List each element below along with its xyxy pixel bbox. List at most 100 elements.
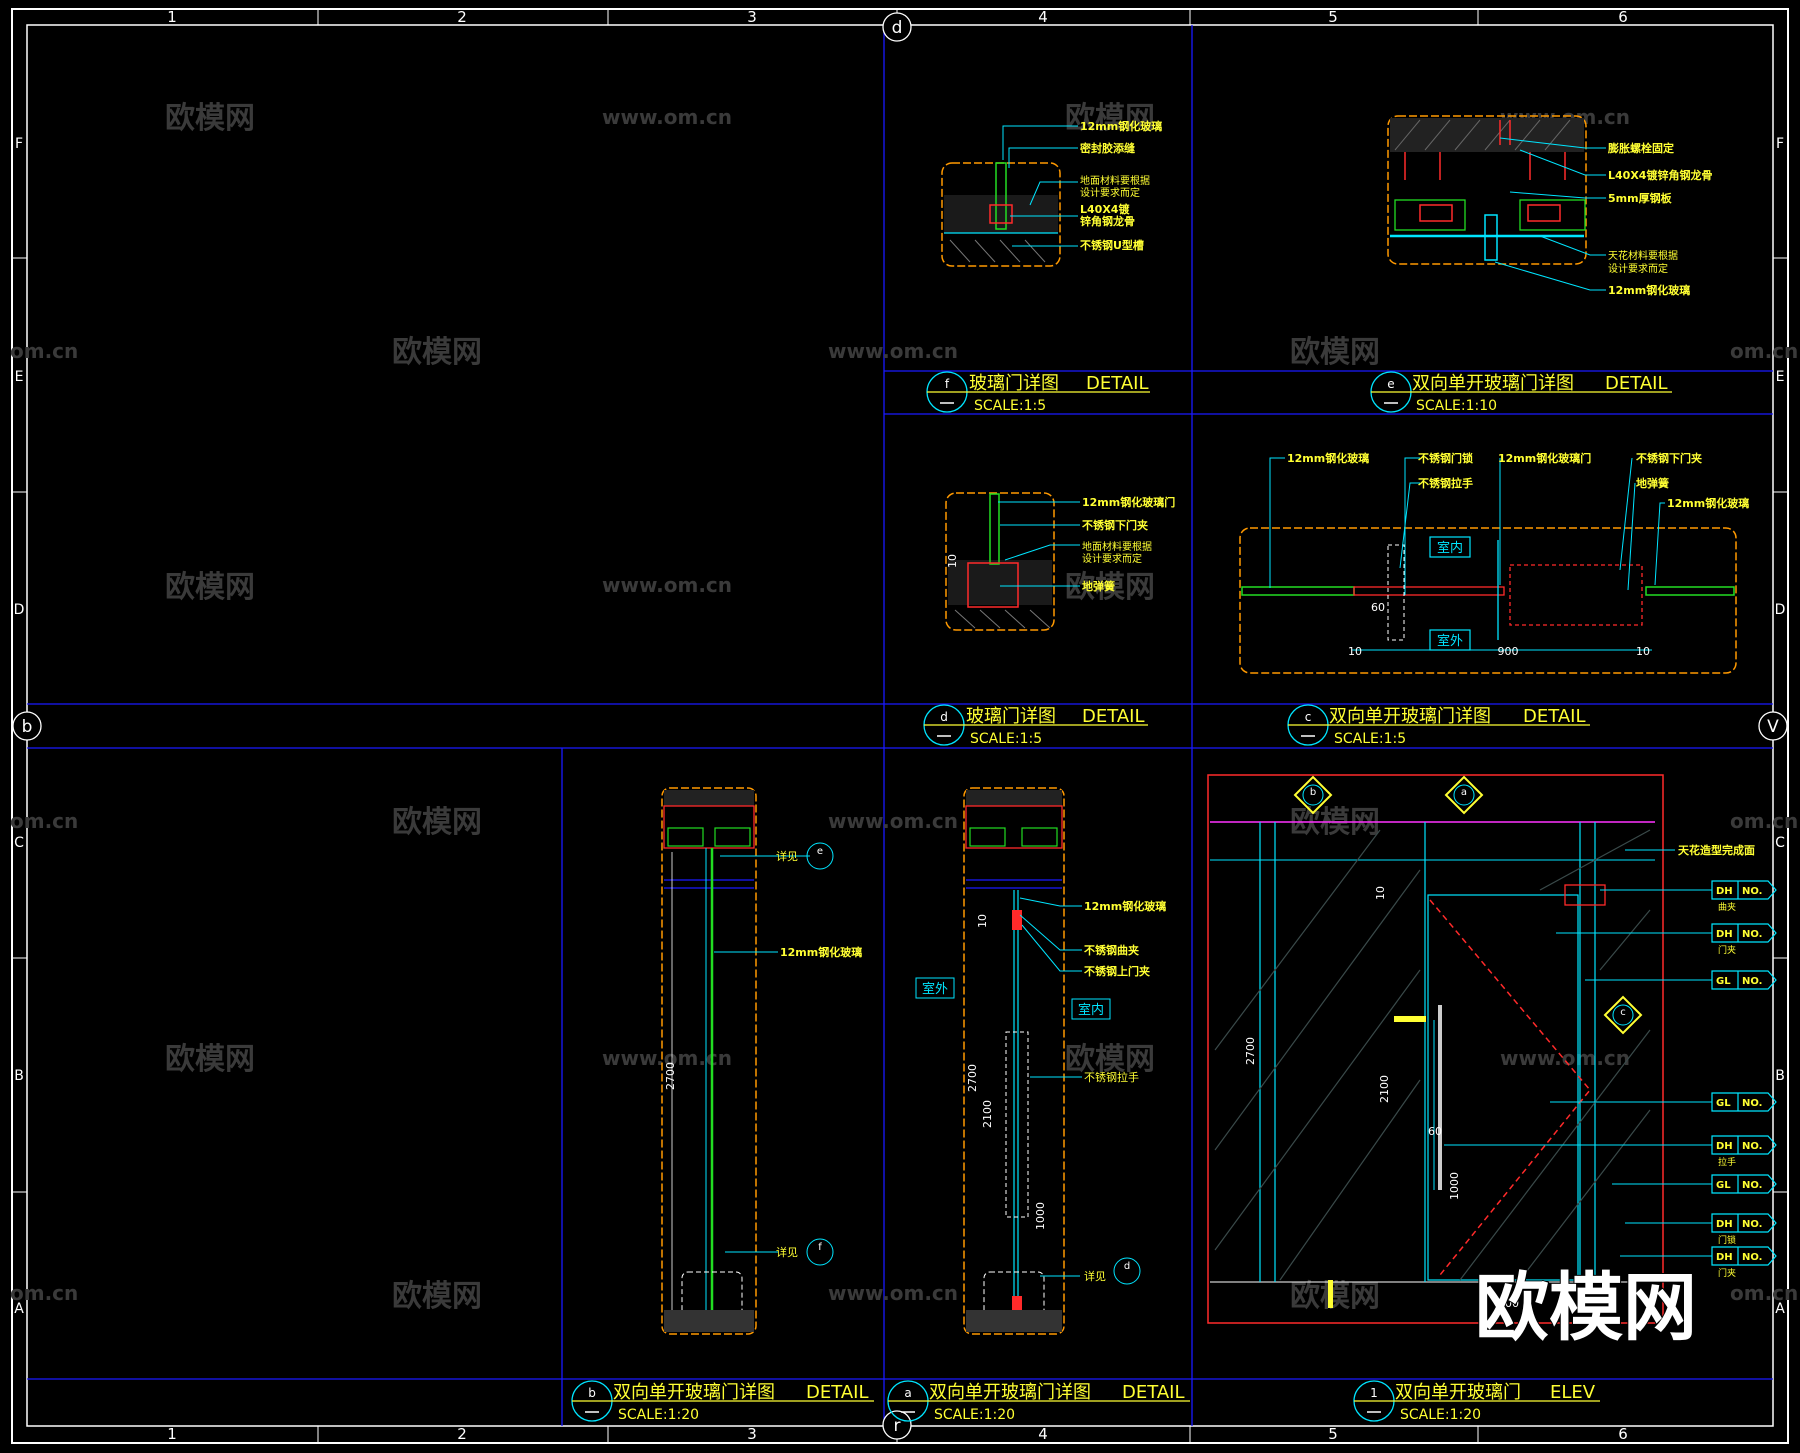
label: 5mm厚钢板 xyxy=(1608,191,1673,205)
label: 不锈钢下门夹 xyxy=(1636,451,1702,465)
title-id: 1 xyxy=(1370,1386,1378,1400)
axis-label-left: b xyxy=(22,717,33,737)
watermark-url: om.cn xyxy=(10,809,78,833)
label: 12mm钢化玻璃 xyxy=(1667,496,1749,510)
axis-label-bottom: r xyxy=(894,1416,901,1436)
detail-d xyxy=(945,492,1080,631)
room-label-indoor: 室内 xyxy=(1437,540,1463,556)
axis-label-right: V xyxy=(1767,717,1779,737)
room-label-outdoor: 室外 xyxy=(1437,633,1463,649)
detail-f-labels: 12mm钢化玻璃 密封胶添缝 xyxy=(1080,119,1162,155)
dim-text: 2100 xyxy=(1378,1075,1391,1103)
col-label: 2 xyxy=(457,8,467,26)
title-scale: SCALE:1:20 xyxy=(934,1407,1015,1423)
column-labels-bottom: 1 2 3 4 5 6 xyxy=(167,1425,1628,1443)
ref-letter: e xyxy=(817,846,823,857)
label: 12mm钢化玻璃 xyxy=(1080,119,1162,133)
watermark-brand: 欧模网 xyxy=(1065,101,1155,136)
col-label: 6 xyxy=(1618,1425,1628,1443)
detail-b-labels: 详见 12mm钢化玻璃 详见 xyxy=(776,849,862,1259)
title-scale: SCALE:1:20 xyxy=(1400,1407,1481,1423)
title-id: e xyxy=(1387,377,1394,391)
sheet-frame xyxy=(11,8,1789,1444)
watermark-brand: 欧模网 xyxy=(1065,570,1155,605)
watermark-brand: 欧模网 xyxy=(392,1279,482,1314)
watermark-brand: 欧模网 xyxy=(165,1042,255,1077)
watermark-url: www.om.cn xyxy=(602,1046,732,1070)
dim-text: 60 xyxy=(1371,601,1385,614)
dim-text: 2700 xyxy=(664,1062,677,1090)
label: 不锈钢拉手 xyxy=(1418,476,1473,490)
col-label: 3 xyxy=(747,1425,757,1443)
title-scale: SCALE:1:10 xyxy=(1416,398,1497,414)
elevation-1 xyxy=(1207,774,1777,1324)
label: 锌角钢龙骨 xyxy=(1080,214,1135,228)
col-label: 2 xyxy=(457,1425,467,1443)
tag-code: DH xyxy=(1716,1219,1733,1230)
row-label: D xyxy=(1775,602,1786,618)
title-suffix: DETAIL xyxy=(806,1382,868,1403)
label: 天花材料要根据 xyxy=(1608,249,1678,262)
room-label-indoor: 室内 xyxy=(1078,1002,1104,1018)
title-text: 双向单开玻璃门详图 xyxy=(929,1382,1091,1403)
tag-sub: 门锁 xyxy=(1718,1234,1736,1246)
ref-letter: c xyxy=(1620,1007,1626,1018)
row-label: B xyxy=(14,1068,24,1084)
col-label: 1 xyxy=(167,1425,177,1443)
detail-c-labels: 12mm钢化玻璃 不锈钢门锁 不锈钢拉手 12mm钢化玻璃门 不锈钢下门夹 地弹… xyxy=(1287,451,1749,510)
title-suffix: DETAIL xyxy=(1086,373,1148,394)
detail-e xyxy=(1387,115,1606,291)
dim-text: 10 xyxy=(946,554,959,568)
tag-sub: 门夹 xyxy=(1718,944,1736,956)
watermark-url: www.om.cn xyxy=(828,1281,958,1305)
dim-text: 10 xyxy=(1636,645,1650,658)
label: 12mm钢化玻璃 xyxy=(1084,899,1166,913)
detail-f xyxy=(941,125,1078,267)
row-label: C xyxy=(1775,835,1785,851)
row-labels-right: F E D C B A xyxy=(1775,136,1786,1317)
title-block-a: a 双向单开玻璃门详图 DETAIL SCALE:1:20 xyxy=(887,1380,1190,1423)
title-scale: SCALE:1:20 xyxy=(618,1407,699,1423)
tag-no: NO. xyxy=(1742,929,1762,940)
tag-no: NO. xyxy=(1742,1252,1762,1263)
title-id: f xyxy=(945,377,950,391)
label: 地弹簧 xyxy=(1082,579,1115,593)
tag-no: NO. xyxy=(1742,1180,1762,1191)
tag-no: NO. xyxy=(1742,1219,1762,1230)
row-labels-left: F E D C B A xyxy=(14,136,25,1317)
title-suffix: DETAIL xyxy=(1605,373,1667,394)
watermark-url: www.om.cn xyxy=(602,573,732,597)
watermark-url: om.cn xyxy=(1730,339,1798,363)
watermark-url: om.cn xyxy=(1730,809,1798,833)
label: 12mm钢化玻璃 xyxy=(780,945,862,959)
tag-code: DH xyxy=(1716,886,1733,897)
detail-a xyxy=(963,787,1141,1335)
elevation-tags: DH DH GL GL DH GL DH DH NO. NO. NO. NO. … xyxy=(1716,886,1762,1279)
title-text: 玻璃门详图 xyxy=(966,706,1056,727)
col-label: 6 xyxy=(1618,8,1628,26)
title-scale: SCALE:1:5 xyxy=(1334,731,1406,747)
title-scale: SCALE:1:5 xyxy=(974,398,1046,414)
detail-e-labels: 膨胀螺栓固定 L40X4镀锌角钢龙骨 5mm厚钢板 天花材料要根据 设计要求而定… xyxy=(1607,141,1712,297)
title-text: 双向单开玻璃门 xyxy=(1395,1382,1521,1403)
row-label: D xyxy=(14,602,25,618)
row-label: F xyxy=(1776,136,1784,152)
label: 膨胀螺栓固定 xyxy=(1607,141,1674,155)
label: 地面材料要根据 xyxy=(1082,540,1152,553)
label: 详见 xyxy=(776,849,798,863)
col-label: 4 xyxy=(1038,8,1048,26)
dim-text: 1000 xyxy=(1448,1172,1461,1200)
ref-letter: b xyxy=(1310,787,1316,798)
dim-text: 10 xyxy=(1348,645,1362,658)
watermark-url: om.cn xyxy=(1730,1281,1798,1305)
tag-no: NO. xyxy=(1742,1141,1762,1152)
watermark-brand: 欧模网 xyxy=(392,335,482,370)
title-text: 双向单开玻璃门详图 xyxy=(1329,706,1491,727)
col-label: 4 xyxy=(1038,1425,1048,1443)
label: L40X4镀 xyxy=(1080,202,1130,216)
detail-d-labels: 12mm钢化玻璃门 不锈钢下门夹 地面材料要根据 设计要求而定 地弹簧 xyxy=(1082,495,1175,593)
label: 不锈钢下门夹 xyxy=(1082,518,1148,532)
title-text: 双向单开玻璃门详图 xyxy=(613,1382,775,1403)
ref-letter: a xyxy=(1461,787,1467,798)
col-label: 5 xyxy=(1328,1425,1338,1443)
